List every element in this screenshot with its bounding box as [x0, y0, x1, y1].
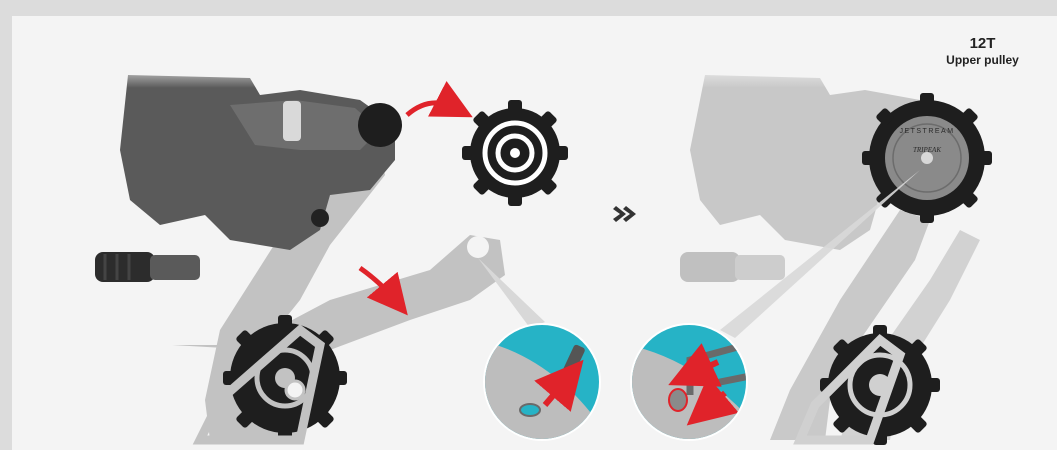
- detail-circle-tighten: [628, 320, 760, 450]
- pulley-icon: [462, 100, 568, 206]
- pulley-brand-text: JETSTREAM: [899, 128, 954, 135]
- pulley-name-label: Upper pulley: [915, 53, 1050, 68]
- left-cage-pivot-hole: [467, 236, 489, 258]
- upper-pulley-callout: 12T Upper pulley: [915, 35, 1050, 68]
- double-chevron-right-icon: [613, 206, 636, 222]
- pulley-model-text: TRIPEAK: [913, 146, 941, 154]
- barrel-adjuster: [95, 252, 200, 282]
- pulley-teeth-label: 12T: [915, 35, 1050, 53]
- left-derailleur: [95, 60, 505, 441]
- detail-circle-bolt: [480, 320, 610, 450]
